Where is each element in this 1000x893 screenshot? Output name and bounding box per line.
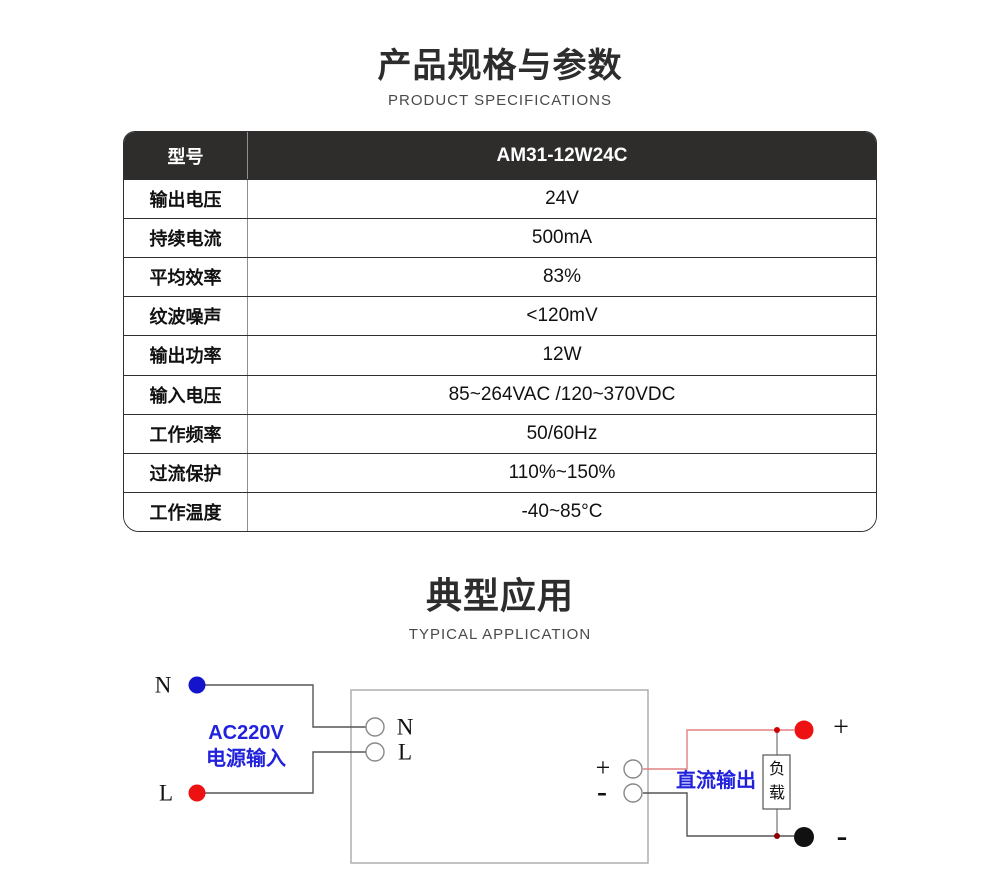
application-section-title: 典型应用 bbox=[425, 575, 574, 616]
module-minus-terminal-label: - bbox=[597, 775, 607, 808]
negative-junction-dot bbox=[774, 833, 780, 839]
spec-header-label: 型号 bbox=[124, 132, 248, 179]
spec-row-value: 24V bbox=[545, 188, 579, 210]
module-plus-terminal-circle bbox=[623, 759, 643, 779]
circuit-svg bbox=[188, 676, 814, 864]
live-input-wire bbox=[205, 751, 366, 794]
spec-row-label: 平均效率 bbox=[124, 258, 248, 297]
spec-header-value: AM31-12W24C bbox=[496, 144, 628, 166]
negative-output-dot bbox=[794, 827, 814, 847]
spec-row-label: 过流保护 bbox=[124, 453, 248, 492]
spec-row-label: 输出电压 bbox=[124, 180, 248, 219]
positive-output-label: + bbox=[833, 712, 849, 743]
load-label-line1: 负 bbox=[768, 761, 786, 778]
module-live-terminal-circle bbox=[365, 742, 385, 762]
spec-row-label: 工作温度 bbox=[124, 492, 248, 531]
neutral-input-label: N bbox=[154, 672, 172, 698]
module-neutral-terminal-circle bbox=[365, 717, 385, 737]
positive-junction-dot bbox=[774, 727, 780, 733]
table-row: 纹波噪声 <120mV bbox=[124, 296, 876, 336]
ac-source-label-line1: AC220V bbox=[208, 722, 284, 744]
table-row: 输出功率 12W bbox=[124, 335, 876, 375]
table-row: 工作温度 -40~85°C bbox=[124, 491, 876, 531]
load-box bbox=[762, 754, 791, 810]
negative-output-wire bbox=[643, 792, 794, 837]
ac-source-label-line2: 电源输入 bbox=[206, 748, 286, 770]
positive-output-wire bbox=[643, 729, 794, 770]
spec-row-label: 输入电压 bbox=[124, 375, 248, 414]
spec-row-label: 纹波噪声 bbox=[124, 297, 248, 336]
table-row: 输入电压 85~264VAC /120~370VDC bbox=[124, 374, 876, 414]
spec-row-value: 110%~150% bbox=[508, 461, 616, 483]
live-input-dot bbox=[188, 784, 206, 802]
spec-row-value: 50/60Hz bbox=[526, 422, 598, 444]
negative-output-label: - bbox=[836, 817, 848, 853]
spec-row-value: <120mV bbox=[526, 305, 598, 327]
spec-row-label: 工作频率 bbox=[124, 414, 248, 453]
application-diagram: N L AC220V 电源输入 N L + - 直流输出 负 载 + - bbox=[0, 650, 1000, 893]
spec-row-label: 输出功率 bbox=[124, 336, 248, 375]
spec-row-value: 83% bbox=[542, 266, 582, 288]
spec-section-title: 产品规格与参数 bbox=[377, 47, 623, 85]
spec-row-label: 持续电流 bbox=[124, 219, 248, 258]
spec-row-value: 12W bbox=[542, 344, 582, 366]
spec-row-value: -40~85°C bbox=[521, 500, 603, 522]
neutral-input-dot bbox=[188, 676, 206, 694]
spec-section-subtitle: PRODUCT SPECIFICATIONS bbox=[388, 92, 612, 109]
live-input-label: L bbox=[158, 780, 174, 806]
module-plus-terminal-label: + bbox=[595, 753, 611, 782]
load-label-line2: 载 bbox=[768, 785, 786, 802]
application-section-subtitle: TYPICAL APPLICATION bbox=[408, 626, 592, 643]
table-row: 持续电流 500mA bbox=[124, 218, 876, 258]
dc-output-label: 直流输出 bbox=[676, 770, 756, 792]
power-module-box bbox=[350, 689, 649, 864]
table-row: 过流保护 110%~150% bbox=[124, 452, 876, 492]
table-row: 平均效率 83% bbox=[124, 257, 876, 297]
module-minus-terminal-circle bbox=[623, 783, 643, 803]
positive-output-dot bbox=[794, 720, 814, 740]
module-neutral-terminal-label: N bbox=[396, 714, 414, 740]
spec-table: 型号 AM31-12W24C 输出电压 24V 持续电流 500mA 平均效率 … bbox=[123, 131, 877, 532]
module-live-terminal-label: L bbox=[397, 739, 413, 765]
spec-table-header-row: 型号 AM31-12W24C bbox=[124, 132, 876, 179]
spec-row-value: 85~264VAC /120~370VDC bbox=[448, 383, 676, 405]
neutral-input-wire bbox=[205, 684, 366, 728]
table-row: 工作频率 50/60Hz bbox=[124, 413, 876, 453]
table-row: 输出电压 24V bbox=[124, 179, 876, 219]
spec-row-value: 500mA bbox=[531, 227, 593, 249]
